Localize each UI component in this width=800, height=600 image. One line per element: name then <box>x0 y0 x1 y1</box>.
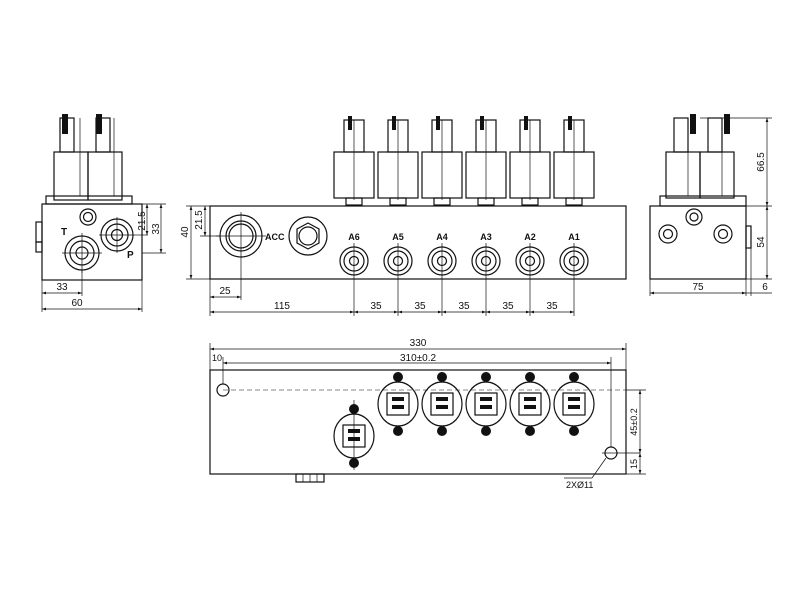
holes-callout: 2XØ11 <box>566 480 593 490</box>
top-solenoid-a4 <box>421 372 463 436</box>
dim-top-45: 45±0.2 <box>629 408 639 435</box>
solenoid-a3 <box>465 116 507 206</box>
dim-right-66-5: 66.5 <box>756 152 767 172</box>
dim-left-21-5: 21.5 <box>137 211 148 231</box>
left-view-solenoids <box>45 114 133 205</box>
port-label-a5: A5 <box>392 232 404 242</box>
dim-front-35-1: 35 <box>370 301 382 312</box>
port-a6: A6 <box>339 232 369 316</box>
port-a1: A1 <box>559 232 589 316</box>
dim-right-6: 6 <box>762 282 768 293</box>
solenoid-a2 <box>509 116 551 206</box>
left-side-view: T P 21.5 33 33 60 <box>35 114 166 312</box>
front-view-plug <box>288 216 328 256</box>
port-a2: A2 <box>515 232 545 316</box>
top-solenoid-a5 <box>377 372 419 436</box>
dim-left-60: 60 <box>71 298 83 309</box>
port-label-p: P <box>127 250 134 261</box>
port-a3: A3 <box>471 232 501 316</box>
right-view-port-1 <box>658 224 678 244</box>
dim-top-15: 15 <box>629 459 639 469</box>
right-view-port-3 <box>713 224 733 244</box>
dim-left-33-h: 33 <box>56 282 68 293</box>
dim-front-25: 25 <box>219 286 231 297</box>
dim-front-35-2: 35 <box>414 301 426 312</box>
top-solenoid-a2 <box>509 372 551 436</box>
dim-front-115: 115 <box>274 301 290 312</box>
front-view-solenoids <box>333 116 595 206</box>
front-view-body <box>209 205 627 280</box>
dim-front-35-5: 35 <box>546 301 558 312</box>
solenoid-a4 <box>421 116 463 206</box>
dim-front-35-4: 35 <box>502 301 514 312</box>
port-a4: A4 <box>427 232 457 316</box>
solenoid-a6 <box>333 116 375 206</box>
top-view: 330 310±0.2 10 45±0.2 15 2XØ11 <box>209 338 646 490</box>
left-view-t-port <box>62 233 102 273</box>
top-view-body <box>209 369 627 475</box>
port-label-a6: A6 <box>348 232 360 242</box>
solenoid-a5 <box>377 116 419 206</box>
dim-top-10: 10 <box>212 353 222 363</box>
dim-top-310: 310±0.2 <box>400 353 437 364</box>
dim-top-330: 330 <box>410 338 427 349</box>
left-view-small-port <box>79 208 97 226</box>
dim-right-75: 75 <box>692 282 704 293</box>
dim-left-33-v: 33 <box>151 223 162 235</box>
solenoid-a1 <box>553 116 595 206</box>
port-label-a1: A1 <box>568 232 580 242</box>
right-side-view: 66.5 54 75 6 <box>649 114 772 296</box>
port-label-a4: A4 <box>436 232 448 242</box>
mount-hole-right <box>602 446 640 460</box>
port-label-a3: A3 <box>480 232 492 242</box>
port-label-a2: A2 <box>524 232 536 242</box>
dim-front-40: 40 <box>180 226 191 238</box>
port-a5: A5 <box>383 232 413 316</box>
right-view-solenoids <box>659 114 747 207</box>
top-solenoid-a3 <box>465 372 507 436</box>
port-label-t: T <box>61 227 67 238</box>
left-view-p-port <box>99 217 135 253</box>
dim-right-54: 54 <box>756 236 767 248</box>
front-view: ACC A6 A5 A4 A3 <box>180 116 627 316</box>
port-label-acc: ACC <box>265 232 285 242</box>
dim-front-35-3: 35 <box>458 301 470 312</box>
top-view-bottom-fitting <box>295 473 325 483</box>
top-solenoid-a1 <box>553 372 595 436</box>
top-solenoid-acc <box>333 400 375 470</box>
right-view-port-2 <box>685 208 703 226</box>
dim-front-21-5: 21.5 <box>194 210 205 230</box>
